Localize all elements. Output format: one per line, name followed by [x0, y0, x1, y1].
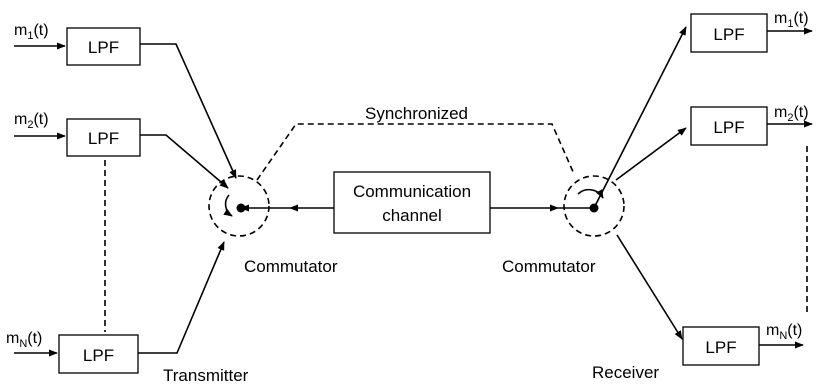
- rx-commutator-label: Commutator: [502, 257, 596, 276]
- rx-wire-n: [616, 234, 683, 340]
- rx-lpf-n-label: LPF: [705, 338, 736, 357]
- communication-channel-box: Communication channel: [333, 171, 491, 234]
- tx-wire-1: [140, 43, 237, 179]
- tx-input-label-2: m2(t): [14, 111, 49, 131]
- tx-input-label-n: mN(t): [6, 330, 42, 350]
- tx-lpf-2-label: LPF: [88, 129, 119, 148]
- rx-commutator: [563, 175, 625, 237]
- rx-lpf-2: LPF: [690, 106, 768, 146]
- tx-lpf-n-label: LPF: [83, 346, 114, 365]
- tx-wire-n: [138, 241, 225, 354]
- rx-output-label-1: m1(t): [774, 10, 809, 30]
- tx-lpf-2: LPF: [66, 118, 141, 157]
- rx-output-label-2: m2(t): [774, 104, 809, 124]
- sync-label: Synchronized: [365, 104, 468, 123]
- rx-lpf-n: LPF: [682, 326, 760, 366]
- tx-rotation-arrow: [223, 194, 233, 217]
- rx-output-label-n: mN(t): [766, 322, 802, 342]
- rx-wire-1: [593, 26, 687, 209]
- tx-lpf-1-label: LPF: [88, 38, 119, 57]
- tx-commutator-label: Commutator: [244, 257, 338, 276]
- rx-wire-2: [615, 127, 687, 181]
- rx-lpf-1: LPF: [690, 13, 768, 53]
- rx-lpf-2-label: LPF: [713, 118, 744, 137]
- rx-rotation-arrow: [577, 188, 604, 199]
- sync-dashed-link: [256, 123, 575, 181]
- tx-lpf-1: LPF: [66, 27, 141, 66]
- tx-commutator: [208, 175, 270, 237]
- transmitter-label: Transmitter: [163, 366, 249, 384]
- rx-lpf-1-label: LPF: [713, 25, 744, 44]
- tx-wire-2: [140, 134, 229, 189]
- channel-label-line2: channel: [382, 206, 442, 225]
- tx-input-label-1: m1(t): [14, 22, 49, 42]
- tx-lpf-n: LPF: [58, 334, 139, 374]
- receiver-label: Receiver: [592, 363, 659, 382]
- channel-label-line1: Communication: [353, 182, 471, 201]
